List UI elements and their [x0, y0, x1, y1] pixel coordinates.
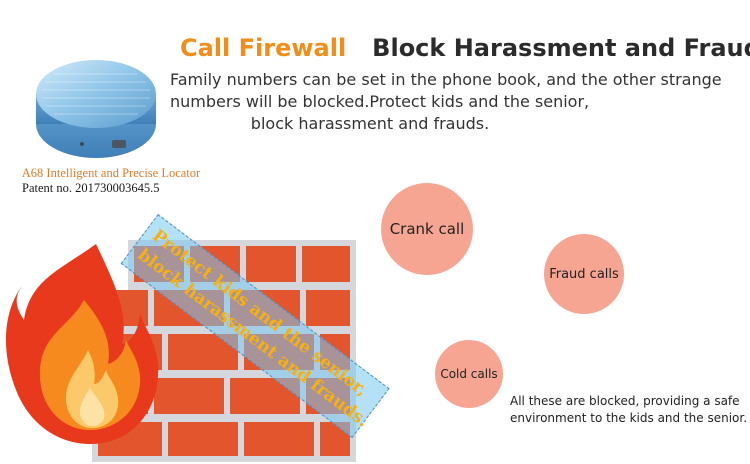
description-line: block harassment and frauds.	[250, 114, 490, 133]
product-name: A68 Intelligent and Precise Locator	[21, 166, 201, 180]
bubble-label: Fraud calls	[549, 266, 619, 282]
footnote-line: environment to the kids and the senior.	[510, 411, 748, 425]
blocked-call-bubble: Crank call	[381, 183, 473, 275]
title-accent: Call Firewall	[180, 34, 347, 62]
description-line: numbers will be blocked.Protect kids and…	[170, 92, 590, 111]
description: Family numbers can be set in the phone b…	[170, 69, 722, 135]
locator-device-icon	[30, 52, 162, 164]
footnote: All these are blocked, providing a safe …	[510, 393, 750, 427]
page-title: Block Harassment and Frauds	[372, 34, 750, 62]
description-line: Family numbers can be set in the phone b…	[170, 70, 722, 89]
fire-icon	[5, 244, 159, 444]
bubble-label: Crank call	[389, 220, 465, 238]
blocked-call-bubble: Fraud calls	[544, 234, 624, 314]
blocked-call-bubble: Cold calls	[435, 340, 503, 408]
bubble-label: Cold calls	[440, 367, 498, 381]
patent-number: Patent no. 201730003645.5	[22, 181, 160, 195]
footnote-line: All these are blocked, providing a safe	[510, 394, 740, 408]
headline: Call Firewall Block Harassment and Frauds	[180, 30, 750, 64]
firewall-illustration	[5, 240, 356, 462]
